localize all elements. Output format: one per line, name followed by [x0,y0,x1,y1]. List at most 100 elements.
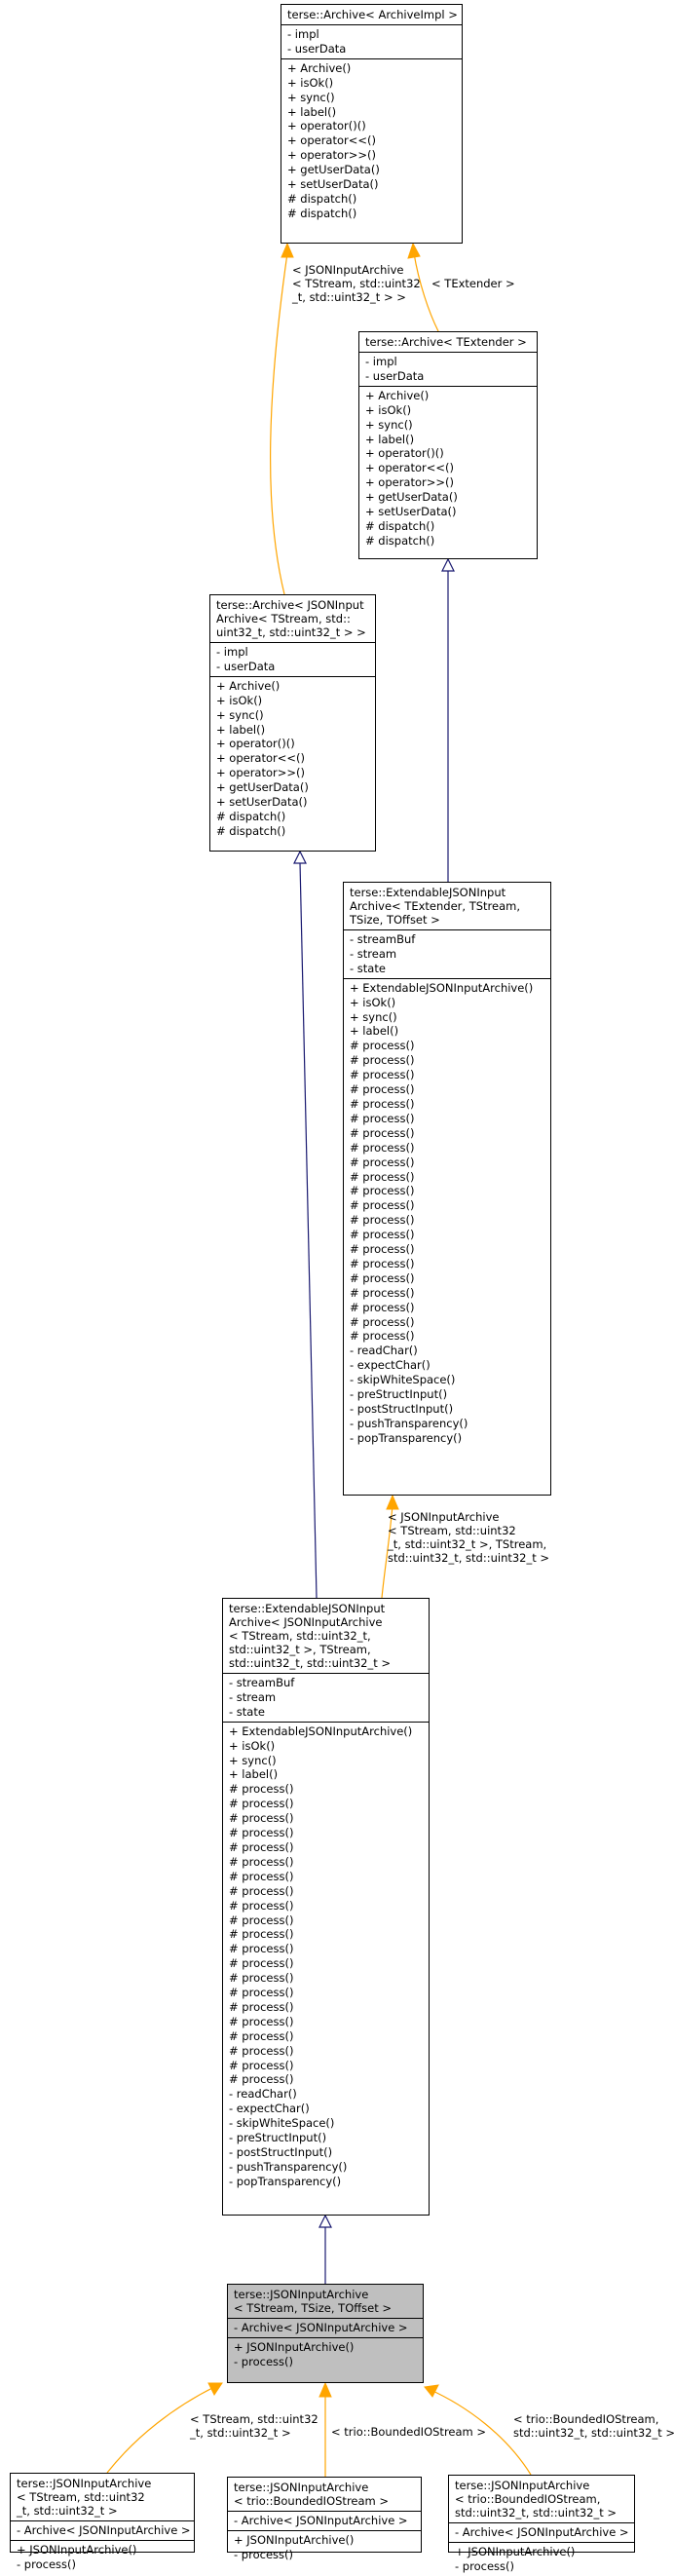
method-item: - process() [234,2354,293,2368]
method-item: + isOk() [365,402,412,417]
method-item: - pushTransparency() [229,2159,348,2174]
class-title-line: terse::Archive< TExtender > [365,335,527,349]
arrowhead-json-input-c [424,2384,439,2398]
class-attributes: - impl- userData [359,352,537,386]
method-item: # process() [350,1213,415,1228]
method-item: - process() [455,2558,514,2573]
class-node-archive-textender[interactable]: terse::Archive< TExtender >- impl- userD… [358,331,538,559]
method-item: - popTransparency() [350,1430,463,1445]
inheritance-arrowheads [293,557,455,2228]
method-item: + getUserData() [287,163,380,177]
method-item: + getUserData() [216,780,309,795]
method-item: # process() [229,2028,294,2043]
edge-label-line: _t, std::uint32_t > [190,2426,291,2440]
class-title-line: _t, std::uint32_t > [17,2504,118,2518]
class-title-line: < TStream, std::uint32_t, [229,1629,371,1643]
method-item: # process() [350,1256,415,1270]
class-attributes: - streamBuf- stream- state [344,929,550,978]
method-item: + Archive() [365,388,430,402]
method-item: # process() [229,1986,294,2000]
method-item: + setUserData() [216,795,308,810]
attribute-item: - userData [216,659,276,673]
edge-label-line: < TStream, std::uint32 [388,1524,516,1537]
class-node-json-input-archive[interactable]: terse::JSONInputArchive< TStream, TSize,… [227,2284,424,2383]
edge-label-textender: < TExtender > [431,277,515,290]
method-item: # process() [350,1082,415,1097]
class-node-archive-impl[interactable]: terse::Archive< ArchiveImpl >- impl- use… [281,4,463,244]
arrowhead-archive-textender [441,557,455,572]
attribute-item: - stream [229,1689,277,1704]
method-item: + isOk() [287,75,334,90]
edge-label-line: < TExtender > [431,277,515,290]
class-title-line: < TStream, std::uint32 [17,2490,145,2504]
class-title-line: terse::JSONInputArchive [17,2477,152,2490]
class-title-line: terse::Archive< ArchiveImpl > [287,8,458,21]
edge-label-line: _t, std::uint32_t > > [292,290,406,304]
method-item: + isOk() [216,693,263,707]
method-item: + label() [216,722,266,737]
method-item: # process() [229,1797,294,1811]
method-item: + JSONInputArchive() [455,2544,576,2558]
method-item: # process() [350,1198,415,1213]
class-attributes: - impl- userData [210,642,375,676]
method-item: + sync() [365,417,413,432]
method-item: # process() [229,1913,294,1927]
edge-archive-textender-to-impl [413,252,439,332]
attribute-item: - stream [350,946,397,961]
class-title-line: < TStream, TSize, TOffset > [234,2301,393,2315]
edge-archive-json-to-impl [270,252,288,595]
method-item: + Archive() [216,678,281,693]
class-methods: + JSONInputArchive()- process() [228,2529,421,2564]
class-node-json-input-archive-bounded[interactable]: terse::JSONInputArchive< trio::BoundedIO… [227,2477,422,2561]
class-title-line: uint32_t, std::uint32_t > > [216,625,366,639]
class-title-line: Archive< JSONInputArchive [229,1615,383,1629]
edge-label-json-a: < TStream, std::uint32_t, std::uint32_t … [190,2412,318,2440]
attribute-item: - state [229,1704,265,1719]
method-item: # process() [350,1285,415,1300]
method-item: + sync() [229,1753,277,1767]
class-title: terse::JSONInputArchive< TStream, TSize,… [228,2285,423,2318]
method-item: # process() [350,1300,415,1314]
attribute-item: - Archive< JSONInputArchive > [455,2525,629,2539]
method-item: - skipWhiteSpace() [229,2116,335,2131]
edge-json-a-to-json-input [106,2386,215,2474]
class-title-line: std::uint32_t >, TStream, [229,1643,371,1656]
method-item: + isOk() [229,1738,276,1753]
method-item: # process() [229,1782,294,1797]
method-item: + JSONInputArchive() [234,2532,355,2547]
method-item: # dispatch() [365,518,435,533]
method-item: - preStructInput() [229,2131,327,2145]
class-methods: + Archive()+ isOk()+ sync()+ label()+ op… [359,385,537,550]
class-title: terse::Archive< ArchiveImpl > [281,5,462,24]
method-item: - readChar() [229,2087,297,2102]
edge-label-json-c: < trio::BoundedIOStream,std::uint32_t, s… [513,2412,674,2440]
edge-label-json-b: < trio::BoundedIOStream > [331,2425,486,2439]
attribute-item: - impl [216,645,248,659]
method-item: - pushTransparency() [350,1416,468,1430]
edge-label-line: < JSONInputArchive [292,263,404,277]
arrowhead-impl-right [407,242,421,259]
method-item: # dispatch() [216,823,286,838]
edge-label-line: < TStream, std::uint32 [190,2412,318,2426]
class-node-json-input-archive-uint32[interactable]: terse::JSONInputArchive< TStream, std::u… [10,2473,195,2571]
method-item: - readChar() [350,1344,418,1358]
method-item: # dispatch() [287,191,357,206]
method-item: # process() [350,1228,415,1242]
method-item: - postStructInput() [229,2145,333,2159]
arrowhead-ext-generic [386,1494,399,1510]
attribute-item: - userData [287,41,347,56]
class-title-line: terse::JSONInputArchive [234,2481,369,2494]
attribute-item: - impl [287,27,319,41]
class-node-json-input-archive-bounded-uint32[interactable]: terse::JSONInputArchive< trio::BoundedIO… [448,2475,635,2573]
attribute-item: - streamBuf [229,1676,295,1689]
method-item: # process() [229,2014,294,2028]
class-title-line: terse::JSONInputArchive [455,2479,590,2492]
method-item: + operator<<() [216,751,305,766]
method-item: # process() [229,2058,294,2072]
method-item: # process() [229,1811,294,1826]
class-title: terse::JSONInputArchive< TStream, std::u… [11,2474,194,2520]
